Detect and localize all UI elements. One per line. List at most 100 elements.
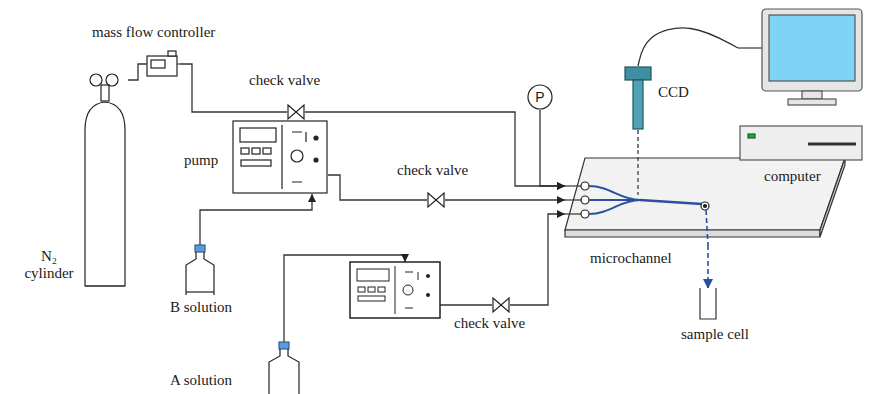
bottle-base — [186, 291, 214, 292]
illustration — [738, 8, 866, 163]
component-label: microchannel — [590, 250, 672, 266]
pump-dot — [314, 158, 318, 162]
outlet-flow — [706, 210, 708, 245]
illustration — [184, 245, 216, 293]
gauge-dial — [528, 85, 552, 109]
tube-connector — [128, 64, 146, 80]
pump-button — [358, 287, 365, 292]
inlet-tube — [565, 199, 581, 200]
inlet-tube — [565, 185, 581, 186]
flow-channel — [589, 186, 640, 200]
tube-connector — [638, 28, 738, 66]
tube-connector — [328, 175, 427, 200]
monitor-base — [788, 99, 836, 105]
tube-connector — [180, 64, 287, 112]
component-label: P — [535, 89, 544, 105]
ccd-camera: CCD — [624, 66, 652, 130]
monitor-neck — [802, 91, 822, 99]
bottle-cap — [195, 245, 205, 252]
pump-body — [233, 121, 327, 193]
illustration — [492, 297, 510, 313]
illustration — [699, 288, 717, 320]
pump-button — [378, 287, 385, 292]
pump-button — [368, 287, 375, 292]
pump-button — [358, 296, 385, 301]
illustration — [287, 104, 305, 120]
controller-port — [146, 63, 180, 64]
chip-side — [820, 158, 845, 237]
pump-body — [350, 262, 440, 318]
monitor-screen — [769, 15, 855, 81]
regulator-gauge — [90, 74, 102, 86]
component-label: sample cell — [681, 326, 749, 342]
pump-button — [241, 148, 249, 154]
component-label: check valve — [454, 315, 525, 331]
check-valve: check valve — [427, 192, 445, 208]
pump-detail — [292, 132, 306, 182]
inlet-port — [581, 196, 589, 204]
power-led — [748, 134, 755, 138]
pump-button — [263, 148, 271, 154]
gas-cylinder: N₂ cylinder — [82, 70, 128, 290]
sample-cell: sample cell — [699, 288, 717, 320]
cylinder-body — [85, 102, 125, 286]
pressure-gauge: P — [527, 84, 553, 110]
pump-knob — [403, 285, 413, 295]
check-valve: check valve — [287, 104, 305, 120]
microchannel-chip: microchannel — [565, 150, 845, 245]
component-label: N₂ cylinder — [24, 248, 73, 281]
tube-connector — [707, 245, 709, 288]
computer-case — [740, 126, 862, 160]
camera-tube — [633, 80, 643, 129]
pump-divider — [281, 125, 282, 189]
pump-button — [241, 160, 271, 166]
pump-dot — [426, 293, 430, 297]
bottle-outline — [186, 252, 214, 295]
inlet-port — [581, 210, 589, 218]
pump-display — [357, 269, 389, 281]
regulator-gauge — [106, 74, 118, 86]
check-valve-symbol — [428, 193, 444, 207]
camera-cable — [738, 47, 762, 48]
monitor-frame — [762, 9, 862, 91]
camera-head — [625, 67, 651, 80]
component-label: CCD — [658, 84, 689, 100]
feed-tube — [440, 304, 492, 305]
illustration — [624, 66, 652, 130]
cylinder-base — [85, 285, 125, 286]
pump-dot — [426, 274, 430, 278]
component-label: pump — [184, 152, 218, 168]
flow-channel — [640, 200, 702, 204]
chip-front — [565, 230, 820, 237]
tube-connector — [305, 112, 565, 186]
pump-divider — [395, 266, 396, 314]
illustration — [565, 150, 845, 245]
illustration — [427, 192, 445, 208]
pump-knob — [291, 150, 303, 162]
flow-channel — [589, 200, 640, 214]
check-valve-symbol — [493, 298, 509, 312]
pump-button — [252, 148, 260, 154]
pump: pump — [232, 120, 328, 194]
component-label: mass flow controller — [92, 24, 215, 40]
regulator-stem — [101, 85, 109, 101]
controller-body — [147, 56, 177, 76]
component-label: computer — [764, 168, 821, 184]
tube-connector — [510, 214, 565, 305]
illustration — [82, 70, 128, 290]
component-label: A solution — [170, 372, 232, 388]
component-label: check valve — [397, 162, 468, 178]
tube-connector — [200, 194, 312, 245]
controller-knob — [168, 51, 176, 56]
pump-display — [240, 128, 276, 142]
illustration — [146, 50, 180, 78]
camera-sight — [637, 150, 638, 195]
component-label: check valve — [249, 72, 320, 88]
bottle-cap — [279, 342, 289, 349]
inlet-tube — [565, 213, 581, 214]
flow-controller: mass flow controller — [146, 50, 180, 78]
inlet-port — [581, 182, 589, 190]
pump-dot — [314, 136, 318, 140]
solution-bottle: B solution — [184, 245, 216, 293]
pump-detail — [405, 272, 418, 308]
